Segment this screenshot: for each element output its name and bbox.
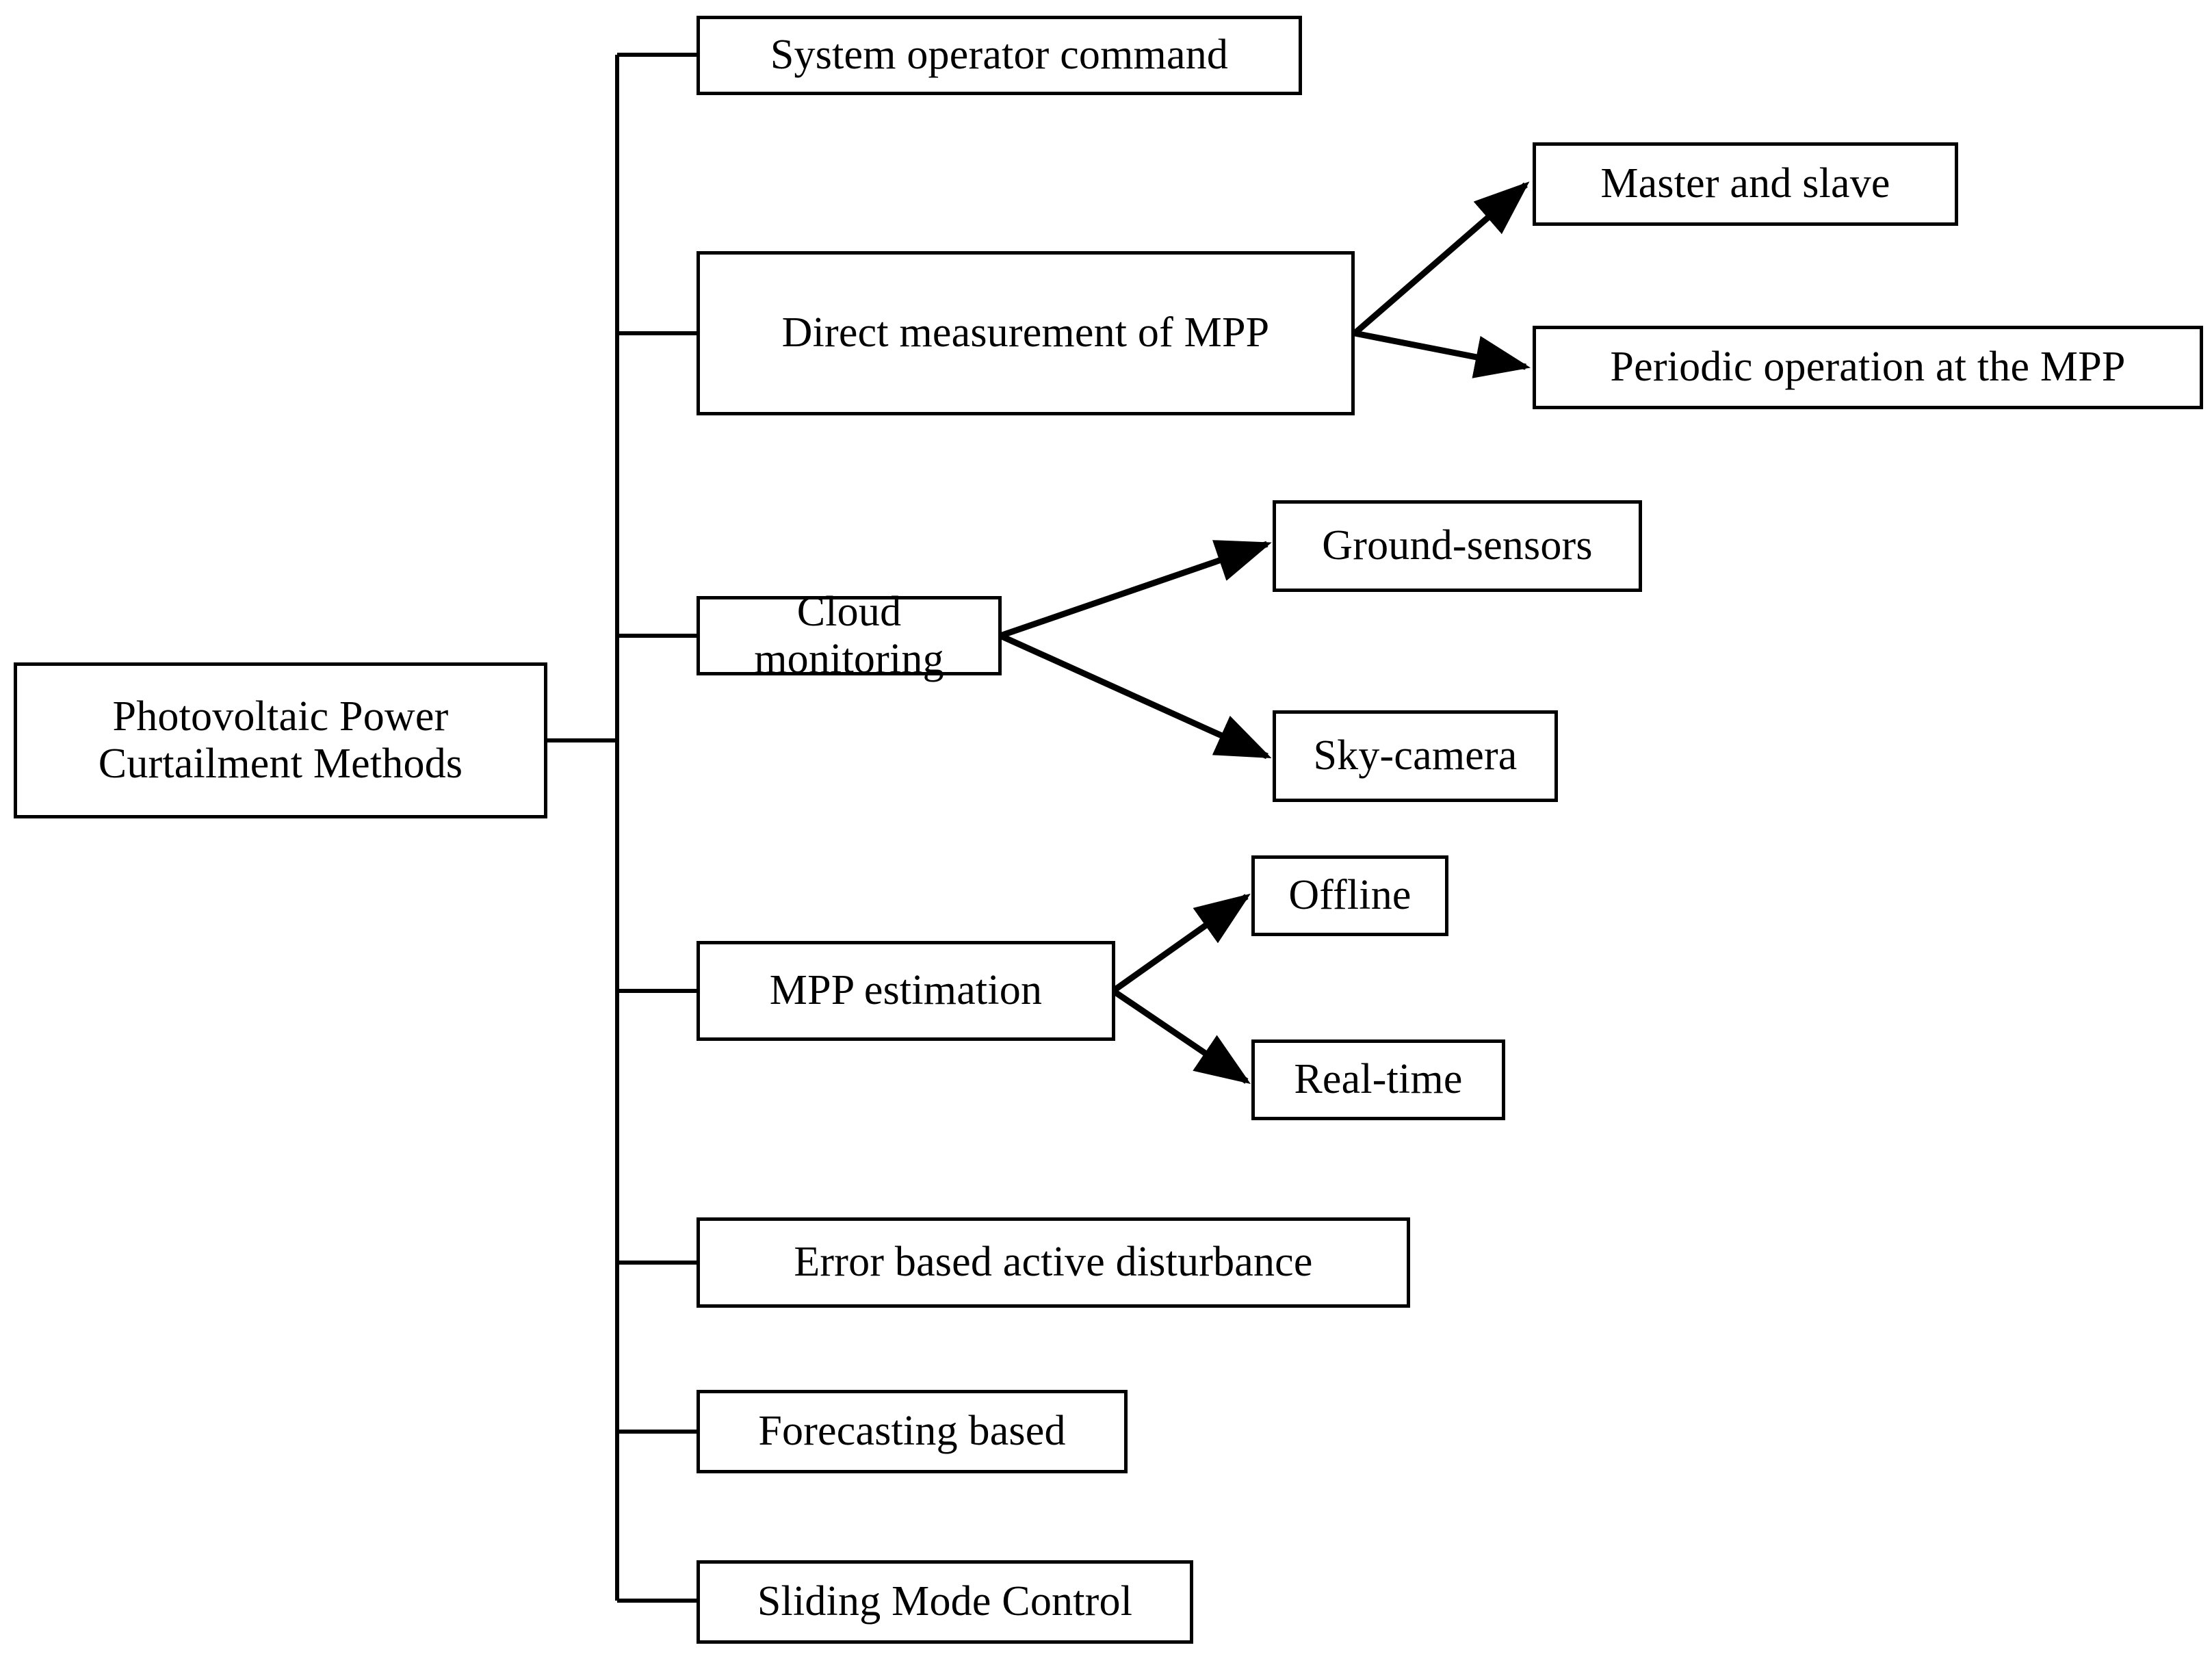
edge-direct-measurement-master-and-slave [1353, 181, 1530, 336]
node-mpp-estimation-label: MPP estimation [769, 967, 1043, 1014]
node-sky-camera[interactable]: Sky-camera [1273, 710, 1558, 802]
node-error-based-active-disturbance[interactable]: Error based active disturbance [697, 1217, 1410, 1308]
node-direct-measurement-of-mpp[interactable]: Direct measurement of MPP [697, 251, 1355, 415]
node-offline[interactable]: Offline [1251, 855, 1448, 936]
node-periodic-operation-at-the-mpp[interactable]: Periodic operation at the MPP [1533, 326, 2203, 409]
node-mpp-estimation[interactable]: MPP estimation [697, 941, 1115, 1041]
node-root[interactable]: Photovoltaic Power Curtailment Methods [14, 662, 547, 818]
edge-cloud-monitoring-ground-sensors [999, 540, 1272, 639]
node-root-label: Photovoltaic Power Curtailment Methods [98, 693, 463, 787]
node-direct-measurement-of-mpp-label: Direct measurement of MPP [781, 309, 1270, 357]
node-periodic-operation-at-the-mpp-label: Periodic operation at the MPP [1610, 344, 2126, 391]
node-master-and-slave-label: Master and slave [1600, 160, 1890, 207]
node-forecasting-based-label: Forecasting based [758, 1408, 1066, 1455]
edge-mpp-estimation-real-time [1111, 988, 1251, 1085]
node-system-operator-command-label: System operator command [770, 31, 1229, 79]
node-sky-camera-label: Sky-camera [1313, 732, 1518, 779]
node-sliding-mode-control-label: Sliding Mode Control [757, 1578, 1133, 1625]
node-offline-label: Offline [1288, 872, 1411, 919]
edge-mpp-estimation-offline [1111, 893, 1251, 994]
node-cloud-monitoring-label: Cloud monitoring [754, 588, 944, 682]
node-ground-sensors-label: Ground-sensors [1322, 522, 1593, 569]
node-real-time-label: Real-time [1294, 1056, 1463, 1103]
edge-cloud-monitoring-sky-camera [999, 632, 1272, 760]
node-sliding-mode-control[interactable]: Sliding Mode Control [697, 1560, 1193, 1644]
node-real-time[interactable]: Real-time [1251, 1039, 1505, 1120]
node-cloud-monitoring[interactable]: Cloud monitoring [697, 589, 1002, 682]
node-master-and-slave[interactable]: Master and slave [1533, 142, 1958, 226]
node-ground-sensors[interactable]: Ground-sensors [1273, 500, 1642, 592]
node-system-operator-command[interactable]: System operator command [697, 16, 1302, 95]
node-forecasting-based[interactable]: Forecasting based [697, 1390, 1128, 1473]
node-error-based-active-disturbance-label: Error based active disturbance [794, 1239, 1313, 1286]
edge-direct-measurement-periodic-operation [1354, 330, 1531, 378]
